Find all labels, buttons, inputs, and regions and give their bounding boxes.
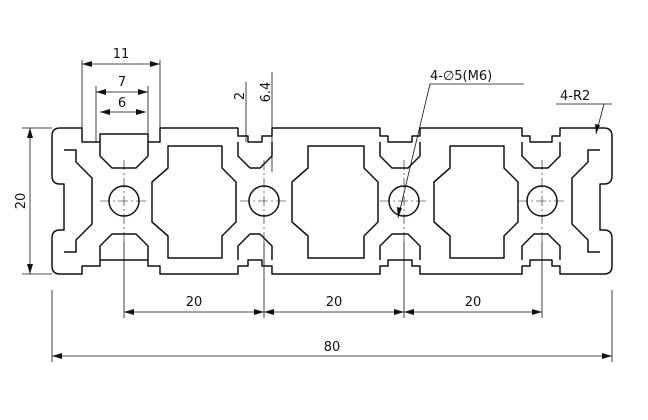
dim-slot-outer: 11 bbox=[113, 47, 130, 62]
cavity-2 bbox=[291, 145, 379, 259]
dim-pitch-1: 20 bbox=[186, 295, 203, 310]
neck-top-3 bbox=[379, 142, 421, 169]
dim-height: 20 bbox=[14, 193, 29, 210]
dim-slot-depth: 6.4 bbox=[259, 82, 274, 103]
dim-pitch-3: 20 bbox=[465, 295, 482, 310]
neck-top-2 bbox=[237, 142, 273, 169]
neck-top-4 bbox=[521, 142, 561, 169]
dim-overall-width: 80 bbox=[324, 340, 341, 355]
left-slot bbox=[64, 149, 93, 253]
center-holes bbox=[100, 160, 566, 242]
neck-bottom-4 bbox=[521, 233, 561, 260]
right-slot bbox=[571, 149, 600, 253]
outer-contour bbox=[51, 127, 613, 275]
profile-outline bbox=[51, 127, 613, 275]
neck-bottom-3 bbox=[379, 233, 421, 260]
dim-pitch-2: 20 bbox=[326, 295, 343, 310]
dimensions: 80 20 20 20 20 11 7 bbox=[14, 47, 613, 362]
dim-slot-inner: 6 bbox=[118, 96, 126, 111]
dim-lip: 2 bbox=[233, 92, 248, 100]
cavity-3 bbox=[433, 145, 519, 259]
neck-bottom-2 bbox=[237, 233, 273, 260]
dim-slot-mid: 7 bbox=[118, 75, 126, 90]
cavity-1 bbox=[151, 145, 237, 259]
callout-holes: 4-∅5(M6) bbox=[430, 69, 492, 84]
callout-radius: 4-R2 bbox=[560, 89, 590, 104]
